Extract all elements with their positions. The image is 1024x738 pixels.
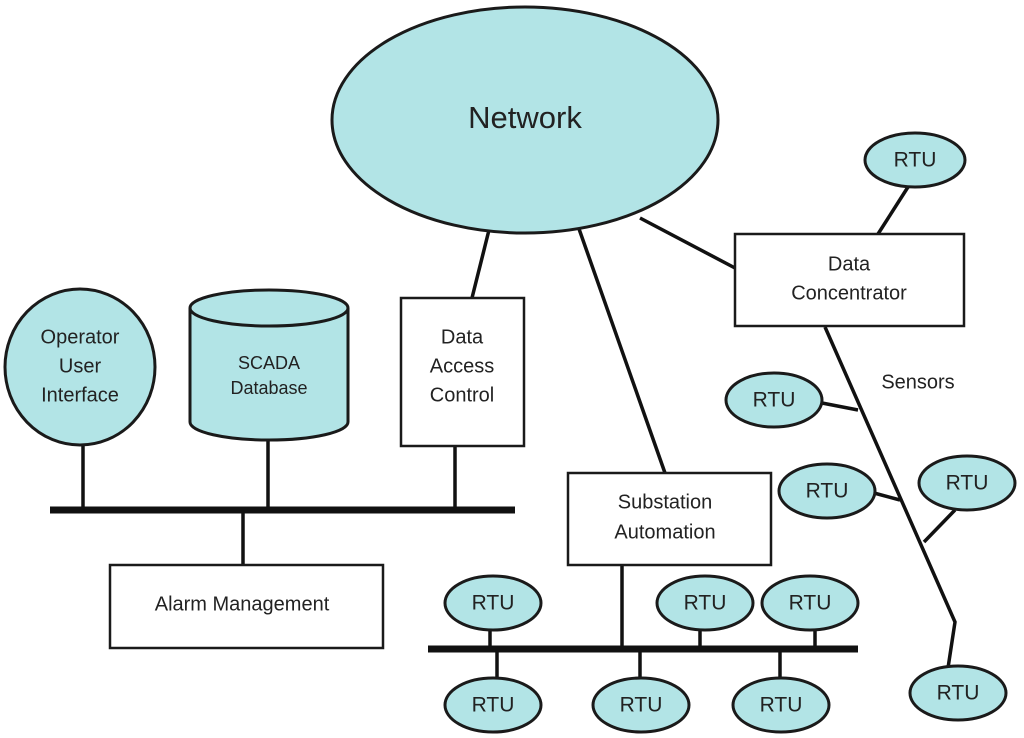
rtu-node: RTU <box>443 676 543 734</box>
svg-text:SCADA: SCADA <box>238 353 300 373</box>
rtu-node: RTU <box>908 664 1008 722</box>
rtu-node: RTU <box>731 676 831 734</box>
data-concentrator: Data Concentrator <box>733 232 966 328</box>
svg-text:RTU: RTU <box>472 592 515 615</box>
svg-text:Access: Access <box>430 355 494 377</box>
alarm-management: Alarm Management <box>108 563 385 650</box>
rtu-nodes: RTU RTU RTU RTU RTU RTU RTU RTU RTU RTU … <box>443 131 1017 734</box>
svg-text:RTU: RTU <box>760 694 803 717</box>
rtu-node: RTU <box>591 676 691 734</box>
svg-text:Data: Data <box>441 326 484 348</box>
svg-text:Alarm Management: Alarm Management <box>155 593 330 615</box>
svg-text:RTU: RTU <box>789 592 832 615</box>
svg-text:Database: Database <box>230 378 307 398</box>
svg-text:RTU: RTU <box>946 472 989 495</box>
rtu-node: RTU <box>760 574 860 632</box>
rtu-node: RTU <box>777 462 877 520</box>
data-access-control: Data Access Control <box>399 296 526 448</box>
substation-automation: Substation Automation <box>566 471 773 567</box>
svg-text:RTU: RTU <box>620 694 663 717</box>
rtu-node: RTU <box>655 574 755 632</box>
sensors-label: Sensors <box>881 371 954 393</box>
svg-text:RTU: RTU <box>472 694 515 717</box>
svg-text:User: User <box>59 355 102 377</box>
svg-text:Data: Data <box>828 253 871 275</box>
svg-text:RTU: RTU <box>894 149 937 172</box>
svg-text:RTU: RTU <box>684 592 727 615</box>
network-node: Network <box>330 5 720 235</box>
rtu-node: RTU <box>917 454 1017 512</box>
rtu-node: RTU <box>724 371 824 429</box>
svg-text:Interface: Interface <box>41 384 119 406</box>
svg-text:RTU: RTU <box>937 682 980 705</box>
svg-text:RTU: RTU <box>753 389 796 412</box>
rtu-node: RTU <box>863 131 967 189</box>
rtu-node: RTU <box>443 574 543 632</box>
svg-text:Automation: Automation <box>614 521 715 543</box>
svg-text:Concentrator: Concentrator <box>791 282 907 304</box>
svg-text:RTU: RTU <box>806 480 849 503</box>
svg-text:Network: Network <box>468 100 582 135</box>
scada-database: SCADA Database <box>188 288 350 442</box>
svg-text:Operator: Operator <box>41 326 120 348</box>
operator-user-interface: Operator User Interface <box>3 287 157 447</box>
svg-text:Substation: Substation <box>618 491 713 513</box>
svg-text:Control: Control <box>430 384 494 406</box>
connectors <box>50 186 957 678</box>
